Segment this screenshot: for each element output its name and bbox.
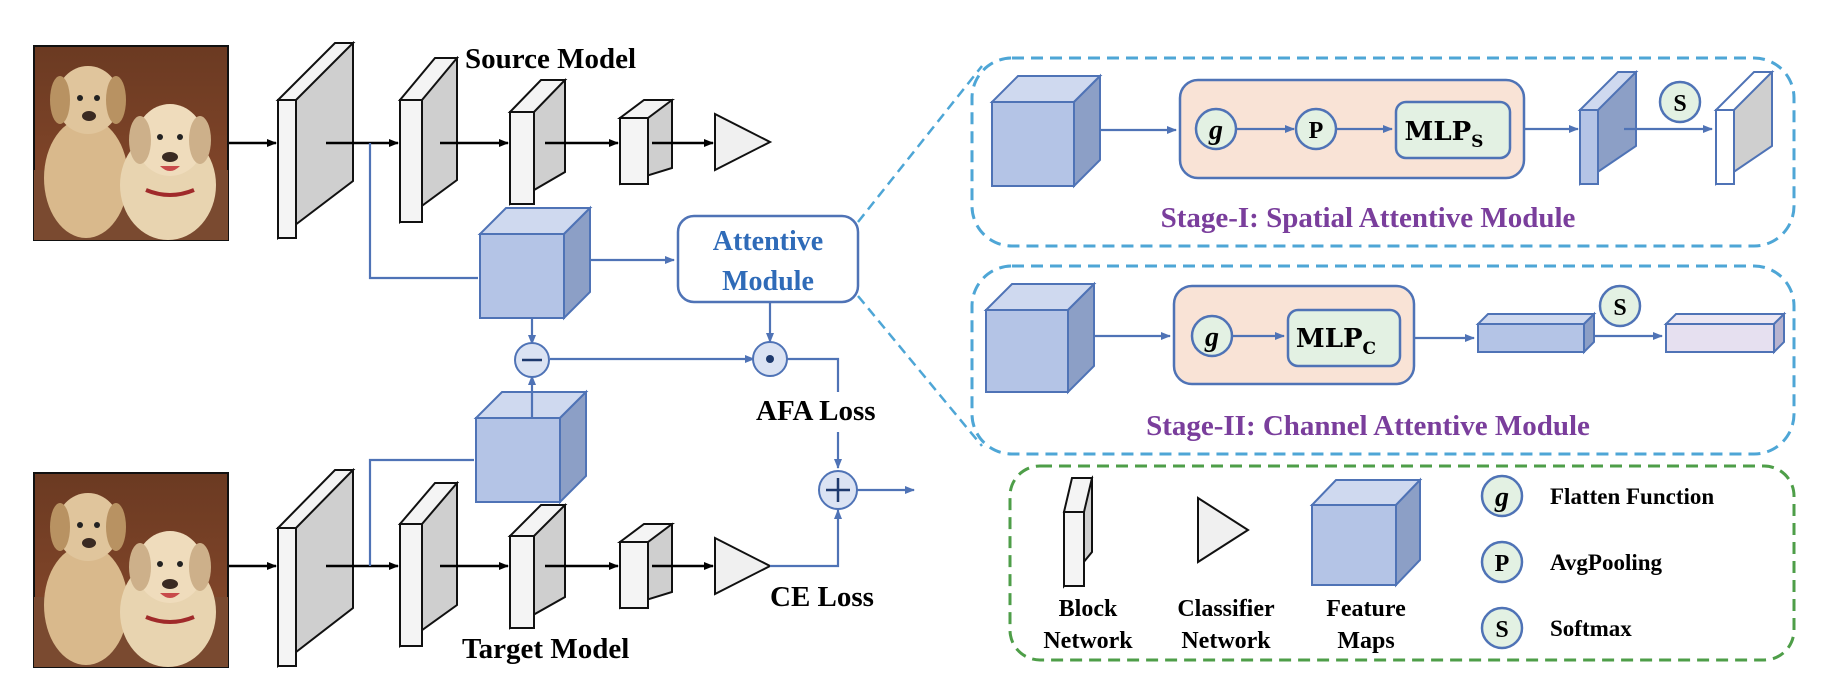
sum-operator — [818, 470, 858, 510]
ce-loss-label: CE Loss — [770, 581, 874, 613]
stage2-mlp: MLPC — [1296, 324, 1376, 359]
stage2-mlp-label: MLP — [1296, 324, 1363, 354]
legend-panel: Block Network Classifier Network Feature… — [1008, 464, 1796, 662]
legend-flatten-symbol: g — [1494, 482, 1509, 513]
source-model — [275, 40, 773, 241]
stage1-mlp-subscript: S — [1471, 132, 1483, 152]
subtract-operator — [514, 342, 550, 378]
stage2-softmax-symbol: S — [1613, 295, 1626, 321]
legend-softmax-label: Softmax — [1550, 616, 1632, 641]
legend-block-line2: Network — [1043, 628, 1133, 654]
target-model — [275, 467, 773, 669]
dot-product-operator — [752, 341, 788, 377]
legend-flatten-label: Flatten Function — [1550, 484, 1714, 509]
legend-block-icon — [1062, 475, 1094, 589]
legend-feature-line1: Feature — [1326, 596, 1406, 622]
stage2-mlp-subscript: C — [1363, 339, 1377, 359]
legend-classifier-icon — [1197, 496, 1250, 564]
target-dog-image — [33, 472, 229, 668]
stage1-flatten-symbol: g — [1208, 115, 1223, 146]
stage1-softmax-symbol: S — [1673, 91, 1686, 117]
legend-feature-line2: Maps — [1337, 628, 1394, 654]
attentive-module-box: Attentive Module — [676, 214, 860, 304]
attentive-module-line1: Attentive — [713, 226, 823, 257]
stage2-panel: g MLPC S Stage-II: Channel Attentive Mod… — [970, 264, 1796, 456]
source-model-label: Source Model — [465, 43, 636, 75]
stage1-pool-symbol: P — [1309, 118, 1324, 144]
stage1-mlp: MLPS — [1405, 117, 1484, 152]
legend-classifier-line2: Network — [1181, 628, 1271, 654]
stage1-mlp-label: MLP — [1405, 117, 1472, 147]
feature-connectors — [368, 143, 915, 568]
zoom-lines — [857, 65, 983, 447]
legend-softmax-symbol: S — [1495, 617, 1508, 643]
stage1-panel: g P MLPS S Stage-I: Spatial Attentive Mo… — [970, 56, 1796, 248]
target-model-label: Target Model — [462, 633, 629, 665]
legend-block-line1: Block — [1059, 596, 1118, 622]
source-feature-map — [477, 205, 593, 321]
stage2-flatten-symbol: g — [1204, 322, 1219, 353]
stage1-title: Stage-I: Spatial Attentive Module — [1161, 202, 1576, 234]
attentive-module-line2: Module — [722, 266, 814, 297]
source-dog-image — [33, 45, 229, 241]
legend-feature-icon — [1309, 477, 1423, 588]
afa-loss-label: AFA Loss — [756, 395, 876, 427]
legend-classifier-line1: Classifier — [1177, 596, 1275, 622]
stage2-title: Stage-II: Channel Attentive Module — [1146, 410, 1590, 442]
legend-pool-symbol: P — [1495, 551, 1510, 577]
legend-pool-label: AvgPooling — [1550, 550, 1663, 575]
